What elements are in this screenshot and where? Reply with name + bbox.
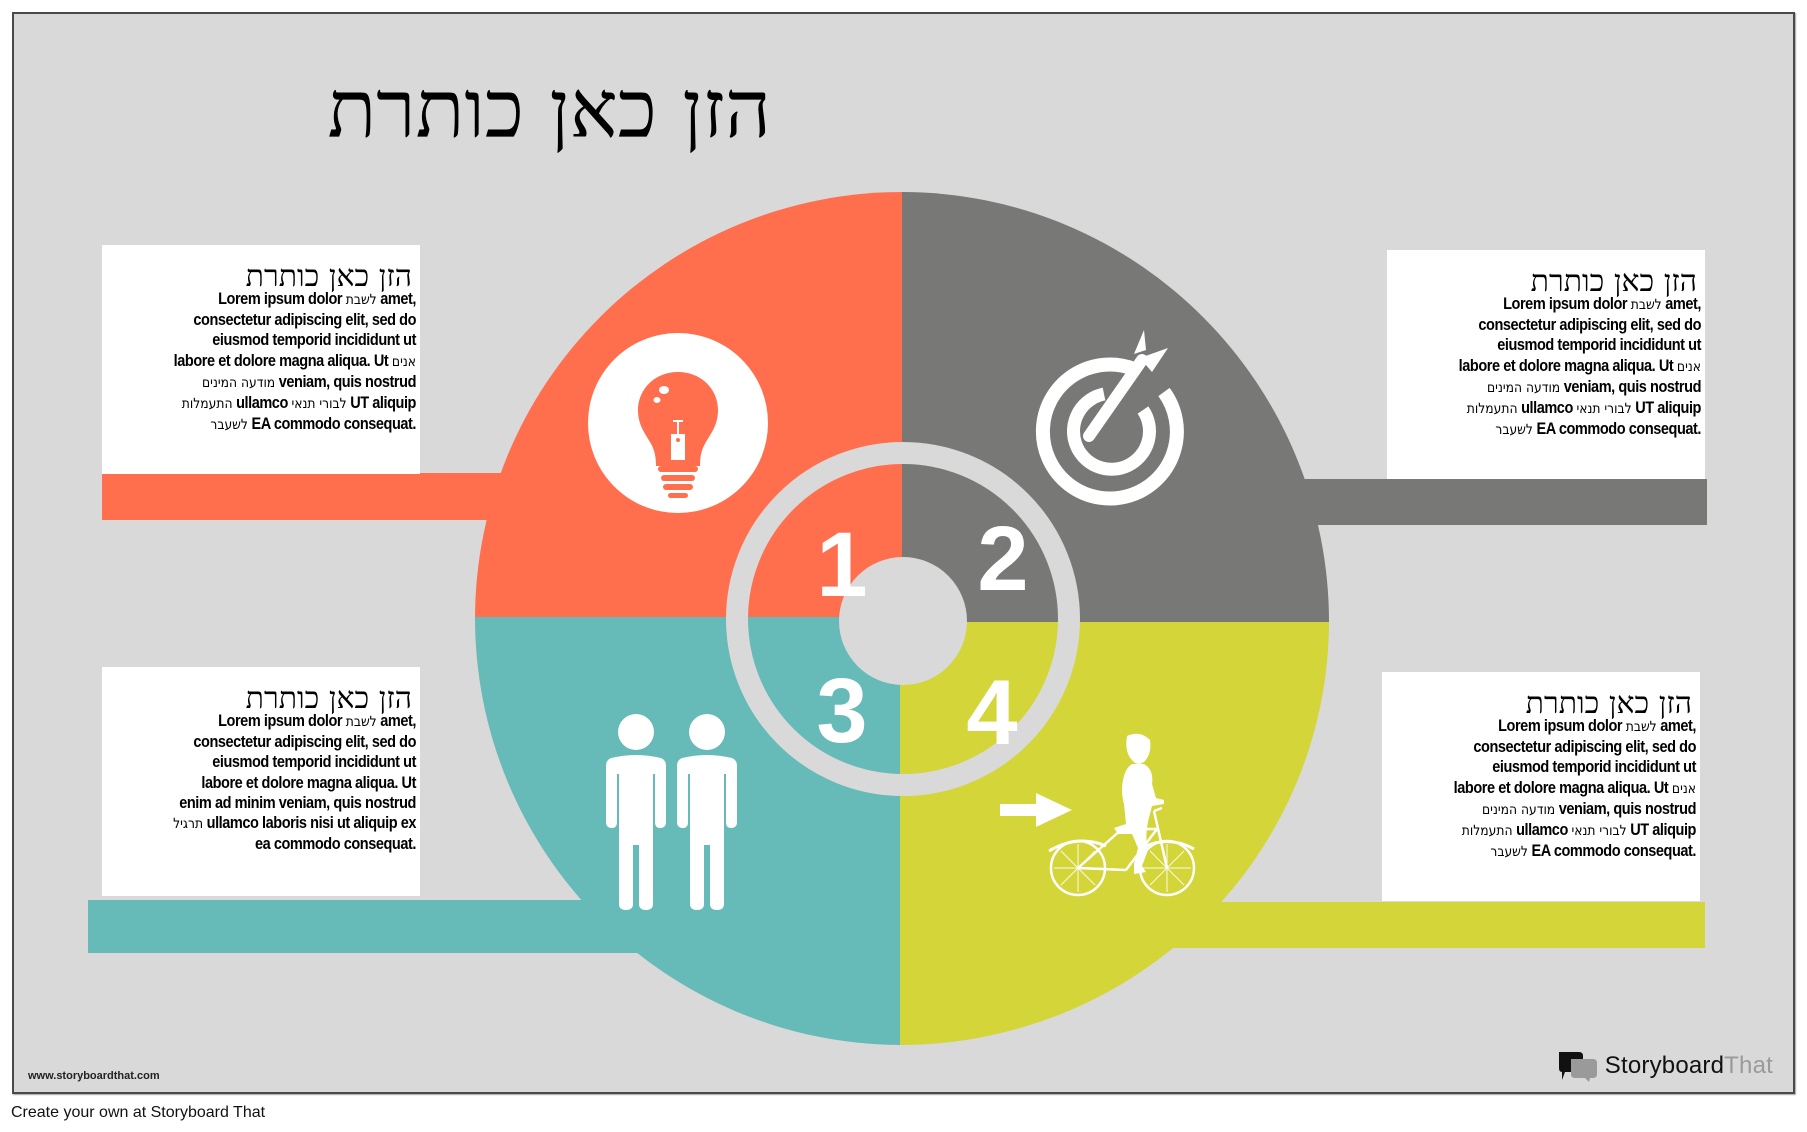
textbox-line: Lorem ipsum dolor לשבת amet, — [218, 712, 416, 730]
textbox-line: לשעבר EA commodo consequat. — [1495, 420, 1701, 439]
textbox-line: מודעה המינים veniam, quis nostrud — [1487, 377, 1701, 396]
textbox-line: התעמלות ullamco לבורי תנאי UT aliquip — [1461, 821, 1697, 840]
textbox-line: מודעה המינים veniam, quis nostrud — [202, 372, 416, 391]
textbox-body: Lorem ipsum dolor לשבת amet, consectetur … — [1402, 294, 1702, 440]
textbox-line: לשעבר EA commodo consequat. — [210, 415, 416, 434]
cycle-diagram: 1 2 3 4 — [88, 192, 1705, 1045]
connector-bar-2 — [1304, 479, 1707, 525]
step-number-1: 1 — [816, 514, 867, 616]
textbox-title: הזן כאן כותרת — [245, 259, 412, 294]
lightbulb-icon — [588, 333, 768, 513]
textbox-line: לשעבר EA commodo consequat. — [1490, 842, 1696, 861]
inner-ring — [726, 442, 1080, 796]
connector-bar-1 — [102, 473, 522, 520]
textbox-line: Lorem ipsum dolor לשבת amet, — [1498, 717, 1696, 735]
textbox-line: Lorem ipsum dolor לשבת amet, — [218, 290, 416, 308]
textbox-top-right[interactable]: הזן כאן כותרת Lorem ipsum dolor לשבת ame… — [1387, 250, 1705, 479]
arrow-right-icon — [1000, 793, 1072, 827]
textbox-line: eiusmod temporid incididunt ut — [1492, 758, 1696, 777]
child-bicycle-arrow-icon — [1000, 733, 1196, 897]
textbox-top-left[interactable]: הזן כאן כותרת Lorem ipsum dolor לשבת ame… — [102, 245, 420, 474]
textbox-line: consectetur adipiscing elit, sed do — [193, 733, 416, 752]
textbox-line: labore et dolore magna aliqua. Ut — [201, 773, 416, 792]
textbox-title: הזן כאן כותרת — [245, 681, 412, 716]
textbox-line: consectetur adipiscing elit, sed do — [1473, 738, 1696, 757]
textbox-bottom-right[interactable]: הזן כאן כותרת Lorem ipsum dolor לשבת ame… — [1382, 672, 1700, 901]
textbox-line: התעמלות ullamco לבורי תנאי UT aliquip — [1466, 399, 1702, 418]
textbox-title: הזן כאן כותרת — [1530, 264, 1697, 299]
speech-bubbles-icon — [1558, 1052, 1597, 1082]
target-arrow-icon — [1035, 330, 1184, 506]
connector-bar-3-overlay — [88, 900, 608, 953]
textbox-line: labore et dolore magna aliqua. Ut אנים — [1458, 356, 1701, 375]
connector-bar-4-overlay — [1194, 902, 1705, 948]
textbox-title: הזן כאן כותרת — [1525, 686, 1692, 721]
textbox-body: Lorem ipsum dolor לשבת amet, consectetur … — [1397, 716, 1697, 862]
logo-text: StoryboardThat — [1604, 1052, 1773, 1079]
textbox-line: תרגיל ullamco laboris nisi ut aliquip ex — [173, 814, 416, 833]
two-people-icon — [606, 714, 737, 910]
page-title[interactable]: הזן כאן כותרת — [327, 63, 771, 156]
textbox-body: Lorem ipsum dolor לשבת amet, consectetur … — [117, 289, 417, 435]
textbox-line: eiusmod temporid incididunt ut — [1497, 336, 1701, 355]
infographic-canvas: הזן כאן כותרת 1 2 3 4 — [12, 12, 1795, 1094]
create-your-own-caption[interactable]: Create your own at Storyboard That — [11, 1104, 266, 1121]
textbox-line: eiusmod temporid incididunt ut — [212, 753, 416, 772]
footer-url[interactable]: www.storyboardthat.com — [28, 1070, 160, 1082]
textbox-line: ea commodo consequat. — [254, 835, 416, 854]
step-number-4: 4 — [966, 662, 1017, 764]
storyboardthat-logo[interactable]: StoryboardThat — [1557, 1050, 1773, 1082]
step-number-2: 2 — [977, 508, 1028, 610]
textbox-line: labore et dolore magna aliqua. Ut אנים — [1453, 778, 1696, 797]
textbox-line: labore et dolore magna aliqua. Ut אנים — [173, 351, 416, 370]
textbox-line: eiusmod temporid incididunt ut — [212, 331, 416, 350]
textbox-line: התעמלות ullamco לבורי תנאי UT aliquip — [181, 394, 417, 413]
quadrant-4[interactable] — [900, 622, 1329, 1045]
textbox-line: consectetur adipiscing elit, sed do — [1478, 316, 1701, 335]
step-number-3: 3 — [816, 660, 867, 762]
textbox-line: Lorem ipsum dolor לשבת amet, — [1503, 295, 1701, 313]
center-disc — [839, 557, 967, 685]
textbox-line: enim ad minim veniam, quis nostrud — [179, 793, 416, 812]
textbox-bottom-left[interactable]: הזן כאן כותרת Lorem ipsum dolor לשבת ame… — [102, 667, 420, 896]
textbox-line: consectetur adipiscing elit, sed do — [193, 311, 416, 330]
textbox-body: Lorem ipsum dolor לשבת amet, consectetur … — [117, 711, 416, 854]
textbox-line: מודעה המינים veniam, quis nostrud — [1482, 799, 1696, 818]
quadrant-3[interactable] — [474, 617, 902, 1045]
